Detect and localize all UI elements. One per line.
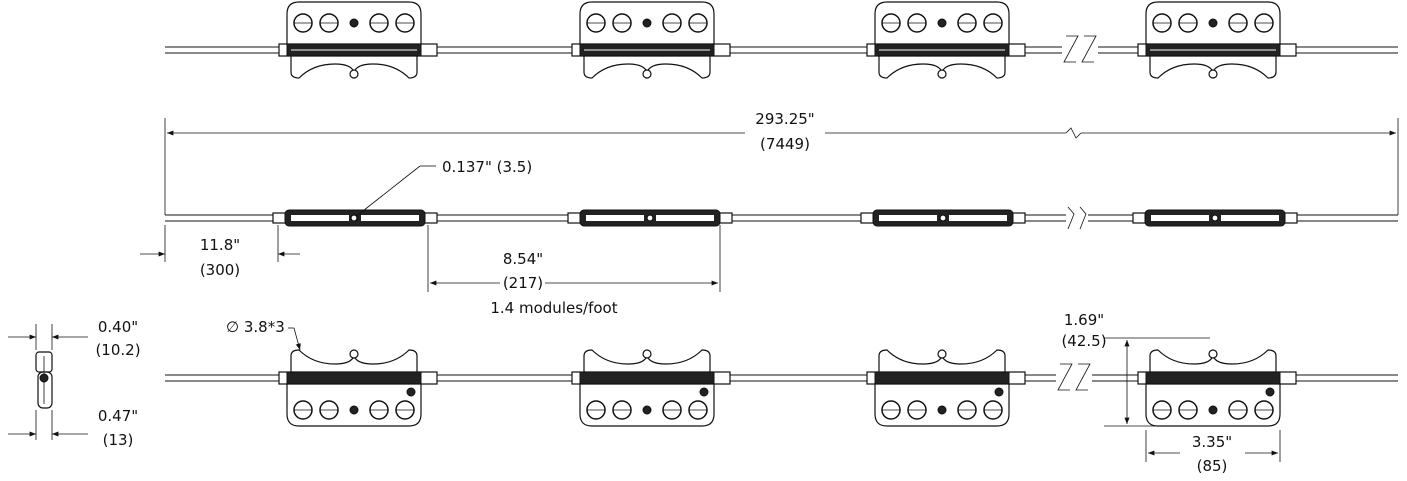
break-symbol <box>1066 206 1088 230</box>
side-depth-label: 0.47" <box>98 407 138 425</box>
module-height-dimension: 1.69" (42.5) <box>1061 311 1210 427</box>
pitch-mm-label: (217) <box>503 274 543 292</box>
bottom-view <box>165 349 1398 427</box>
side-width-label: 0.40" <box>98 318 138 336</box>
density-label: 1.4 modules/foot <box>490 299 617 317</box>
module-height-label: 1.69" <box>1064 311 1104 329</box>
module-width-dimension: 3.35" (85) <box>1145 430 1281 475</box>
hole-callout: ∅ 3.8*3 <box>226 318 301 351</box>
pitch-label: 8.54" <box>503 250 543 268</box>
wire-diameter-label: 0.137" (3.5) <box>442 158 532 176</box>
module-height-mm-label: (42.5) <box>1061 332 1106 350</box>
end-view <box>8 324 88 440</box>
break-symbol <box>1062 34 1098 66</box>
hole-callout-label: ∅ 3.8*3 <box>226 318 285 336</box>
side-width-mm-label: (10.2) <box>95 341 140 359</box>
overall-length-dimension: 293.25" (7449) <box>164 110 1399 215</box>
lead-length-mm-label: (300) <box>200 261 240 279</box>
wire-diameter-callout: 0.137" (3.5) <box>350 158 532 222</box>
lead-length-dimension: 11.8" (300) <box>140 225 300 279</box>
module-width-mm-label: (85) <box>1197 457 1228 475</box>
side-view <box>165 206 1398 230</box>
break-symbol <box>1056 362 1092 394</box>
overall-length-label: 293.25" <box>755 110 814 128</box>
overall-length-mm-label: (7449) <box>760 135 810 153</box>
module-width-label: 3.35" <box>1192 433 1232 451</box>
pitch-dimension: 8.54" (217) 1.4 modules/foot <box>427 225 721 317</box>
top-view <box>165 1 1398 79</box>
side-depth-mm-label: (13) <box>103 431 134 449</box>
lead-length-label: 11.8" <box>200 236 240 254</box>
